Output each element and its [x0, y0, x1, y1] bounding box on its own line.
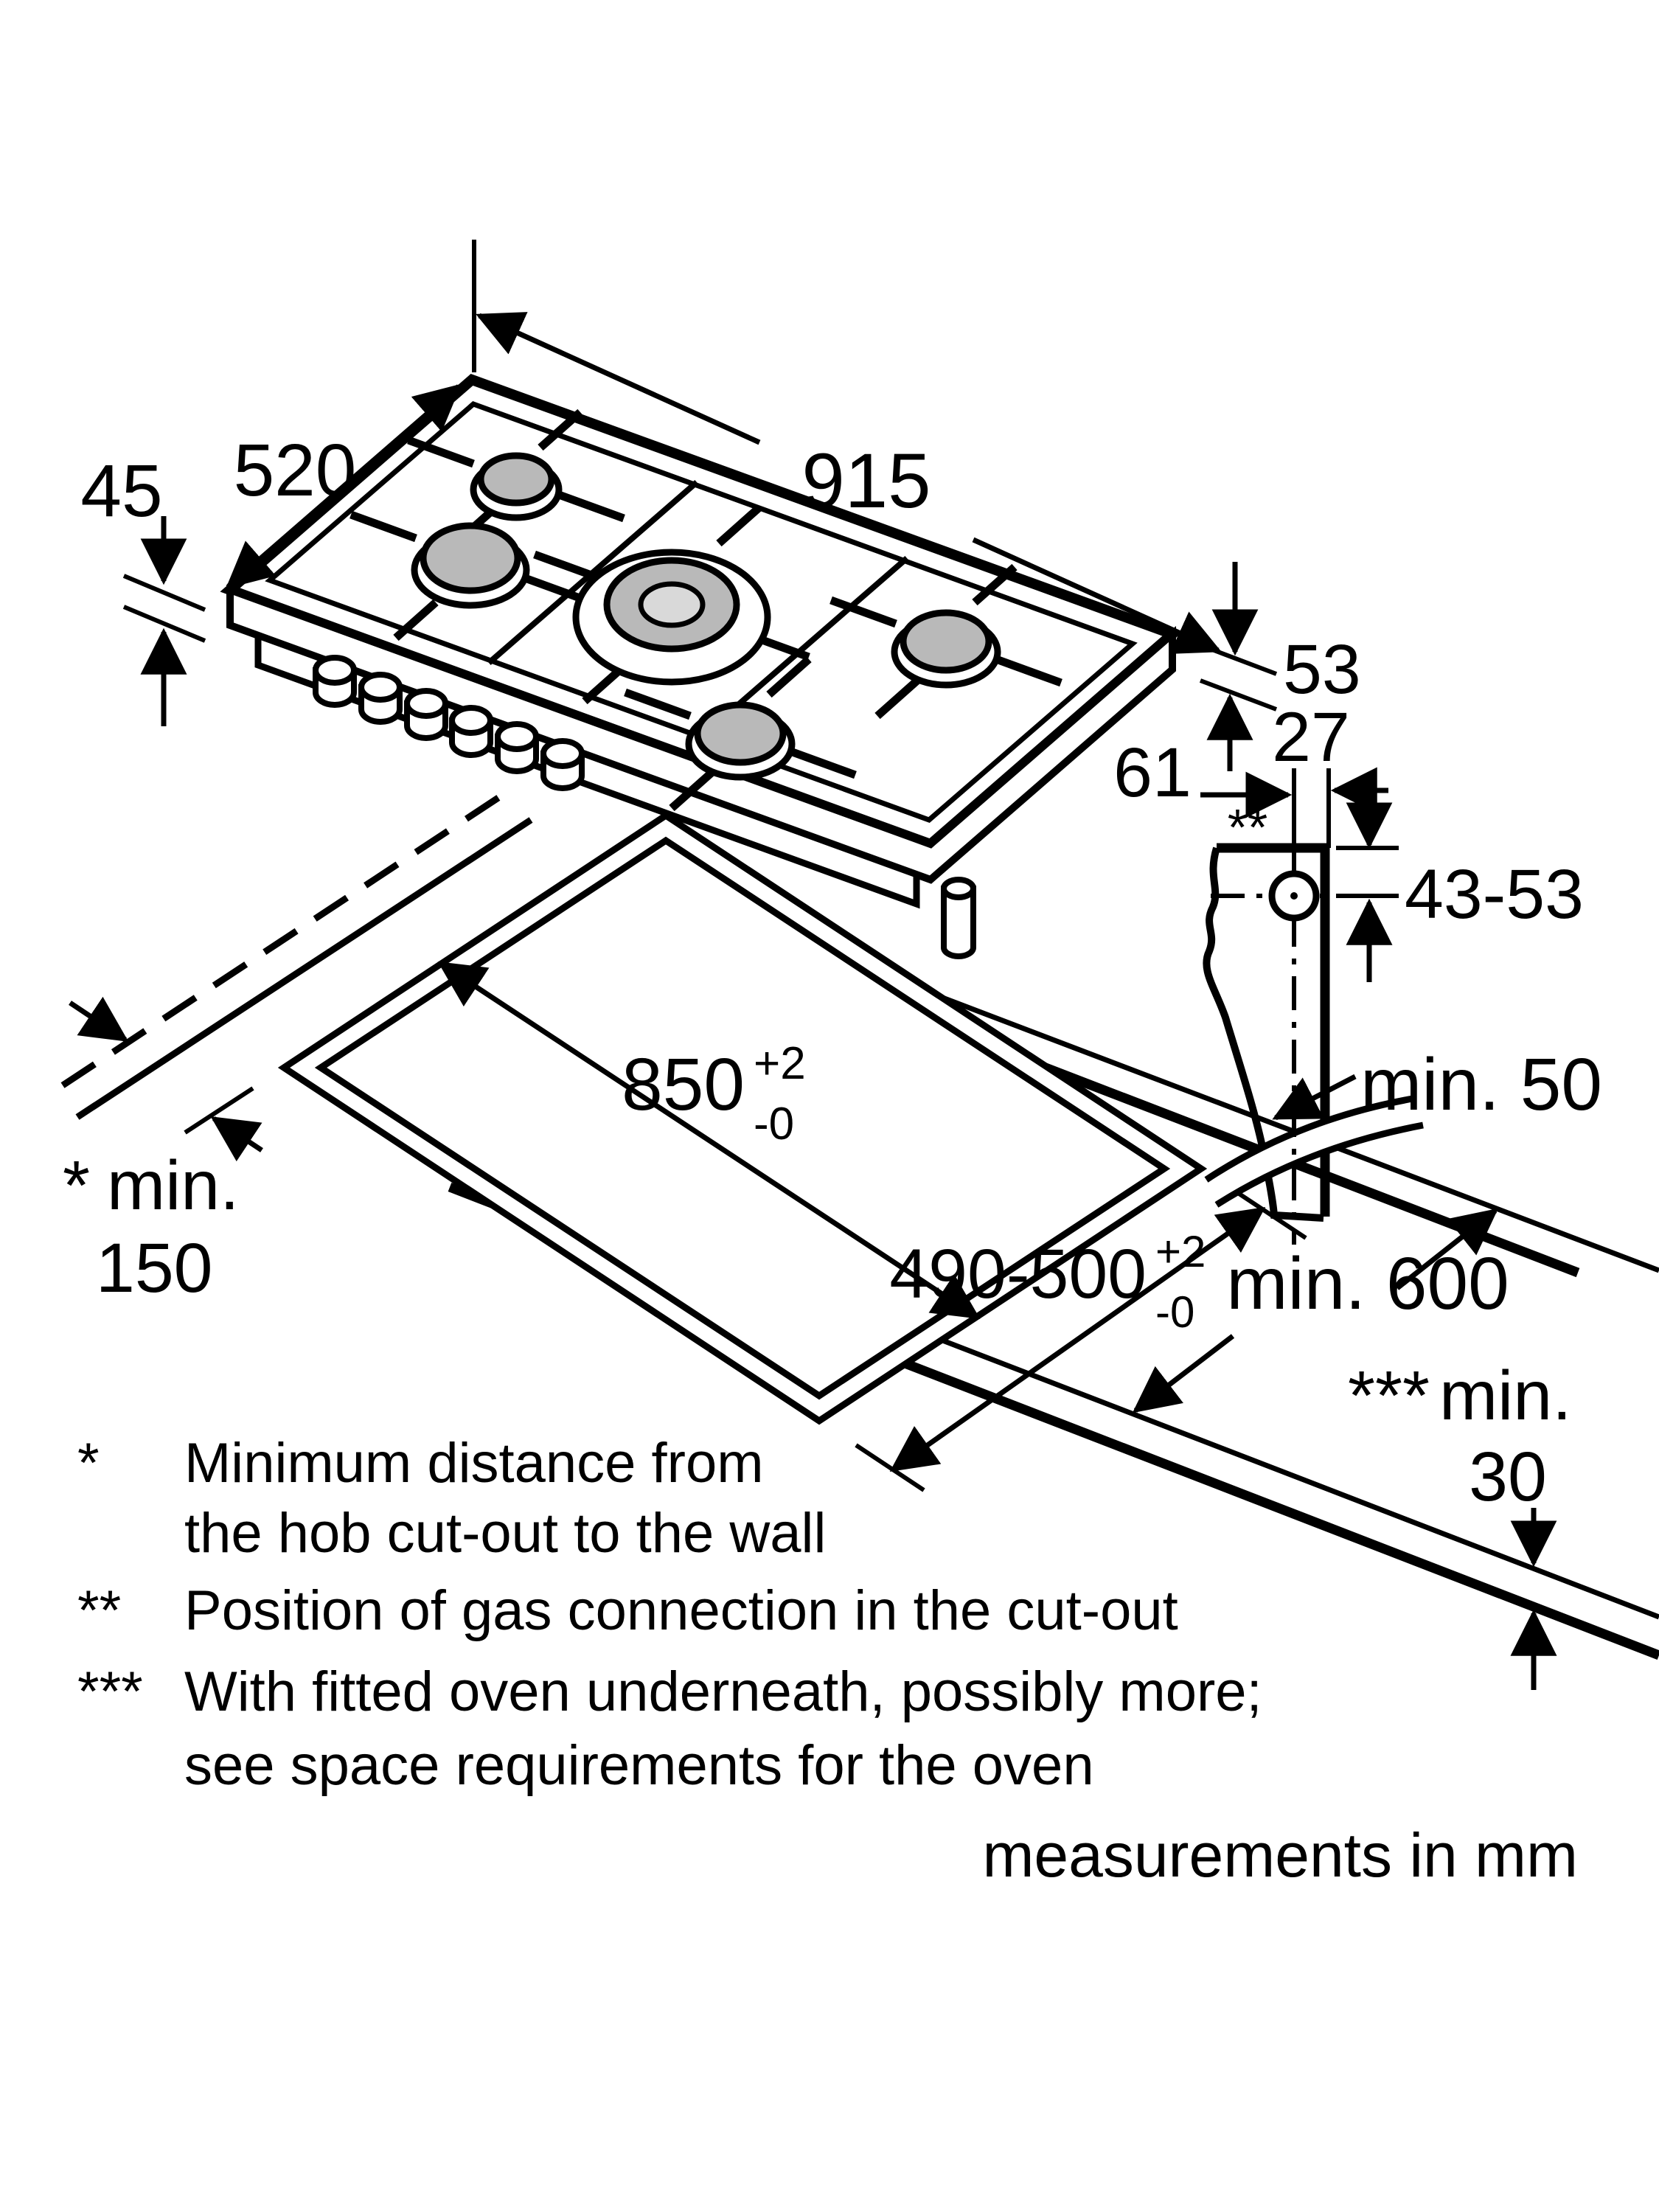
tick-45-bottom [122, 605, 206, 643]
dim-label-min600: min. 600 [1226, 1242, 1509, 1325]
burner-left-medium [411, 522, 530, 609]
footnote-text: the hob cut-out to the wall [184, 1502, 826, 1565]
dim-label-43-53: 43-53 [1405, 855, 1584, 933]
dim-label-61: 61 [1113, 734, 1192, 812]
gas-connection-detail [1203, 843, 1424, 1245]
arrow-min150-right [210, 1116, 263, 1162]
footnote-text: see space requirements for the oven [184, 1734, 1094, 1797]
burner-right-medium [891, 609, 1001, 689]
units-note: measurements in mm [982, 1820, 1578, 1890]
dim-label-490-minus: -0 [1155, 1287, 1194, 1337]
hob-dimensions [122, 240, 1399, 982]
dim-label-490-500: 490-500 [889, 1235, 1147, 1313]
burner-front-medium [685, 701, 796, 781]
dimension-labels: 45 520 915 53 27 61 ** 43-53 850 +2 -0 4… [63, 429, 1602, 1516]
tick-53-top [1199, 643, 1278, 676]
dim-line-915-left [476, 312, 761, 445]
worktop-back-edge [75, 817, 533, 1120]
gas-connection-center-dot [1290, 892, 1298, 900]
footnote-marker: ** [77, 1579, 121, 1642]
dim-label-53: 53 [1283, 630, 1361, 709]
dim-label-min30-value: 30 [1469, 1438, 1547, 1516]
dim-label-gas-marker: ** [1228, 799, 1267, 856]
dim-label-oven-marker: *** [1348, 1357, 1430, 1435]
burner-small [470, 452, 563, 521]
arrow-min150-left [69, 996, 129, 1042]
dim-label-520: 520 [234, 429, 357, 512]
dim-line-915-right [972, 537, 1222, 654]
footnote-text: Position of gas connection in the cut-ou… [184, 1579, 1178, 1642]
dim-label-min50: min. 50 [1360, 1043, 1602, 1126]
dim-label-wall-marker: * [63, 1147, 90, 1225]
dim-label-min150-min: min. [107, 1147, 239, 1225]
ext-tick-min150 [184, 1086, 254, 1135]
dim-line-850 [437, 961, 981, 1319]
footnote-text: With fitted oven underneath, possibly mo… [184, 1660, 1262, 1723]
dim-line-520 [226, 383, 462, 589]
footnote-marker: *** [77, 1660, 143, 1723]
dim-label-min30-min: min. [1439, 1357, 1571, 1435]
dim-label-27: 27 [1272, 698, 1350, 776]
dim-label-850: 850 [622, 1043, 745, 1126]
arrow-min600-lower [1132, 1334, 1235, 1413]
dim-label-850-minus: -0 [754, 1099, 794, 1150]
cutout-dimensions [69, 961, 1557, 1690]
dim-label-850-plus: +2 [754, 1038, 806, 1089]
dim-label-915: 915 [801, 438, 931, 524]
dim-label-490-plus: +2 [1155, 1227, 1206, 1276]
wall-reference-dashed-line [60, 783, 518, 1088]
bracket-break-line-lower [1214, 1121, 1424, 1208]
leader-min50 [1272, 1074, 1357, 1121]
dim-line-490-500 [889, 1206, 1266, 1472]
footnote-marker: * [77, 1432, 100, 1495]
tick-53-bottom [1199, 678, 1278, 712]
gas-pipe [941, 877, 976, 959]
control-knobs [313, 655, 585, 791]
hob-side-band [226, 584, 1176, 884]
dim-label-min150-value: 150 [96, 1229, 213, 1307]
arrow-min600-upper [1395, 1208, 1499, 1290]
burner-center-wok [572, 549, 771, 686]
footnotes: * Minimum distance from the hob cut-out … [77, 1432, 1262, 1797]
bracket-break-line-upper [1204, 1095, 1413, 1183]
tick-45-top [122, 574, 206, 612]
dim-label-45: 45 [80, 450, 162, 532]
footnote-text: Minimum distance from [184, 1432, 764, 1495]
